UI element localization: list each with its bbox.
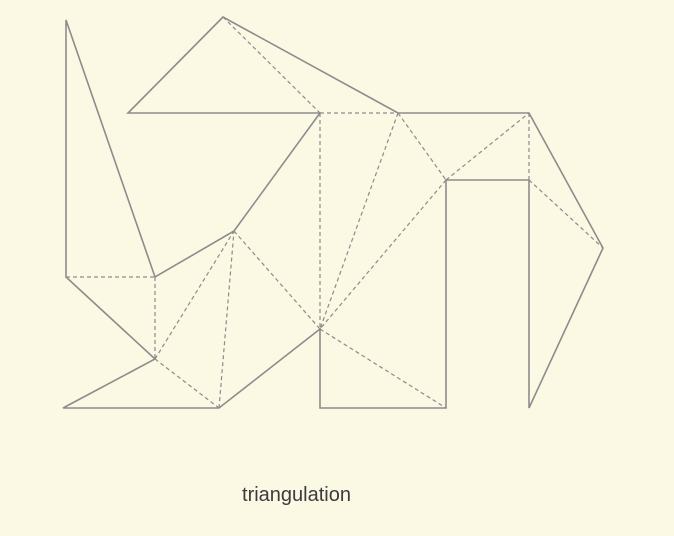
triangulation-diagonals: [66, 16, 604, 409]
diagonal: [218, 230, 235, 409]
polygon-outline: [62, 16, 604, 409]
diagonal: [222, 16, 321, 114]
diagonal: [319, 112, 399, 330]
diagonal: [528, 179, 604, 249]
diagonal: [319, 328, 447, 409]
outline-left-spike: [62, 16, 604, 409]
diagonal: [154, 358, 220, 409]
diagonal: [445, 112, 530, 181]
diagonal: [154, 230, 235, 360]
diagonal: [233, 230, 321, 330]
diagram-caption: triangulation: [242, 484, 351, 506]
diagonal: [319, 179, 447, 330]
diagonal: [397, 112, 447, 181]
